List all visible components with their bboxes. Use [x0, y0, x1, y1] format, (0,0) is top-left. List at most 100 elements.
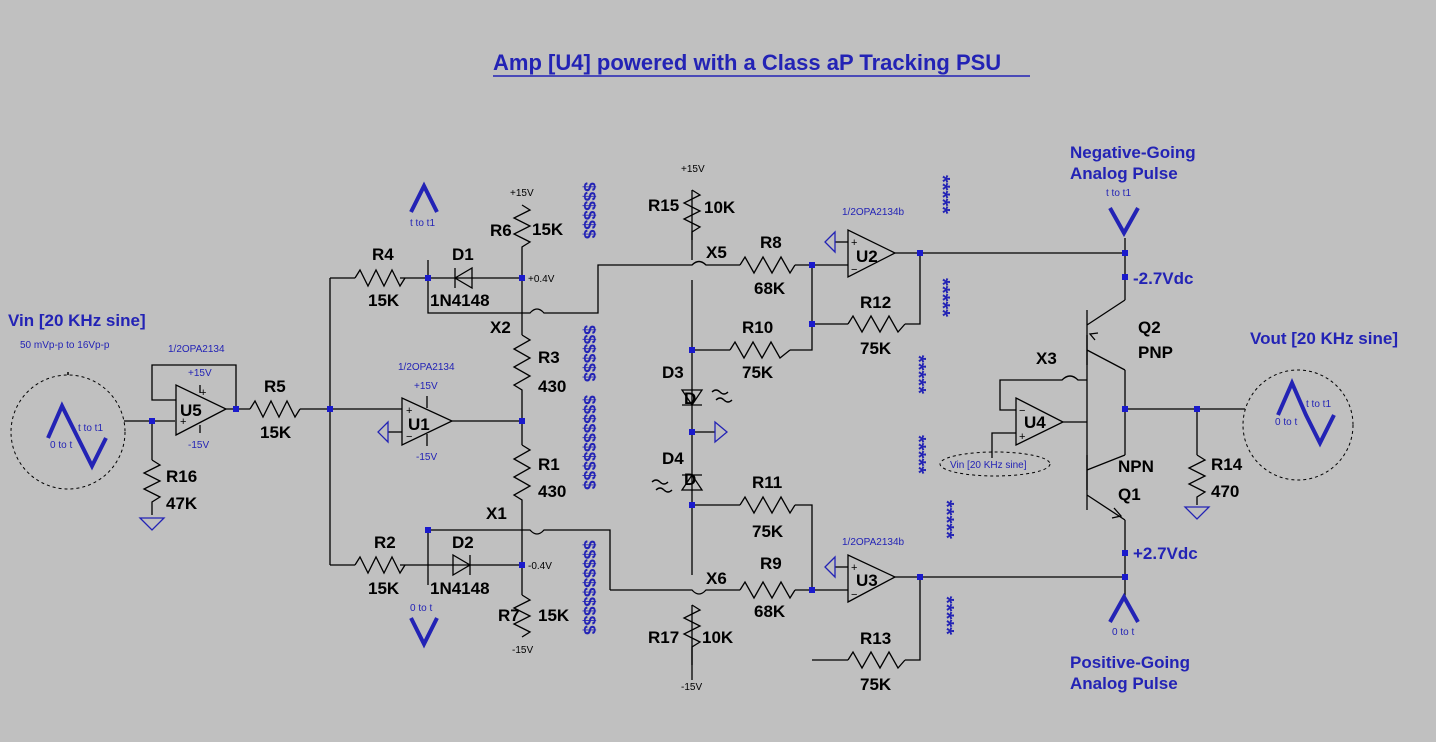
r8-value: 68K: [754, 279, 786, 298]
r4-symbol: [354, 268, 406, 288]
d2-label: D2: [452, 533, 474, 552]
x5-label: X5: [706, 243, 727, 262]
opamps: + + + − + − + − − +: [175, 228, 1065, 604]
r10-label: R10: [742, 318, 773, 337]
q1-type: NPN: [1118, 457, 1154, 476]
svg-text:−: −: [1019, 405, 1025, 417]
vin-source: [10, 374, 126, 490]
r1-value: 430: [538, 482, 566, 501]
schematic-title: Amp [U4] powered with a Class aP Trackin…: [493, 50, 1001, 75]
r14-label: R14: [1211, 455, 1243, 474]
r5-label: R5: [264, 377, 286, 396]
r7-label: R7: [498, 606, 520, 625]
u3-symbol: [847, 553, 897, 604]
r13-label: R13: [860, 629, 891, 648]
ground-icon: [824, 230, 836, 254]
x6-label: X6: [706, 569, 727, 588]
u5-part: 1/2OPA2134: [168, 344, 225, 355]
u2-part: 1/2OPA2134b: [842, 207, 905, 218]
vout-t0: 0 to t: [1275, 417, 1297, 428]
u1-label: U1: [408, 415, 430, 434]
q1-label: Q1: [1118, 485, 1141, 504]
r1-symbol: [512, 444, 532, 505]
u5-pos-rail: +15V: [188, 368, 212, 379]
r12-label: R12: [860, 293, 891, 312]
r7-symbol: [512, 594, 532, 638]
svg-text:−: −: [851, 589, 857, 601]
r3-label: R3: [538, 348, 560, 367]
d4-value: D: [684, 470, 696, 489]
ground-icon: [377, 420, 389, 444]
marker-columns: $$$$$$ $$$$$$ $$$$$$$$$$ $$$$$$$$$$ ****…: [580, 175, 957, 635]
dollar-marker: $$$$$$$$$$: [580, 395, 599, 490]
d3-label: D3: [662, 363, 684, 382]
r6-value: 15K: [532, 220, 564, 239]
r10-value: 75K: [742, 363, 774, 382]
r12-value: 75K: [860, 339, 892, 358]
r8-symbol: [739, 255, 796, 275]
r15-value: 10K: [704, 198, 736, 217]
x2-label: X2: [490, 318, 511, 337]
transistors: [1086, 299, 1126, 521]
star-marker: *****: [935, 596, 957, 635]
r13-value: 75K: [860, 675, 892, 694]
r16-label: R16: [166, 467, 197, 486]
q2-label: Q2: [1138, 318, 1161, 337]
grounds: [138, 230, 1211, 579]
r2-value: 15K: [368, 579, 400, 598]
sine-wave-icon: [46, 401, 108, 471]
r14-value: 470: [1211, 482, 1239, 501]
left-down-pulse-icon: [409, 617, 439, 649]
node-p04: +0.4V: [528, 274, 555, 285]
r4-label: R4: [372, 245, 394, 264]
u4-input-label: Vin [20 KHz sine]: [950, 460, 1027, 471]
star-marker: *****: [931, 175, 953, 214]
r11-label: R11: [752, 473, 782, 492]
q2-type: PNP: [1138, 343, 1173, 362]
r15-label: R15: [648, 196, 679, 215]
x1-label: X1: [486, 504, 507, 523]
svg-text:−: −: [851, 264, 857, 276]
dollar-marker: $$$$$$$$$$: [580, 540, 599, 635]
neg-pulse-t: t to t1: [1106, 188, 1131, 199]
r10-symbol: [729, 340, 791, 360]
pos-pulse-line2: Analog Pulse: [1070, 674, 1178, 693]
pos-pulse-icon: [1108, 592, 1140, 623]
r5-symbol: [249, 399, 301, 419]
star-marker: *****: [935, 500, 957, 539]
svg-text:+: +: [1019, 431, 1025, 443]
r14-symbol: [1187, 454, 1207, 505]
node-m04: -0.4V: [528, 561, 552, 572]
resistors: [142, 189, 1207, 670]
vout-source: [1242, 369, 1354, 481]
r6-symbol: [512, 204, 532, 250]
vin-label: Vin [20 KHz sine]: [8, 311, 146, 330]
r9-label: R9: [760, 554, 782, 573]
neg-pulse-line1: Negative-Going: [1070, 143, 1196, 162]
r16-value: 47K: [166, 494, 198, 513]
r15-rail: +15V: [681, 164, 705, 175]
svg-text:+: +: [406, 405, 412, 417]
u2-label: U2: [856, 247, 878, 266]
svg-text:+: +: [200, 387, 206, 399]
star-marker: *****: [907, 355, 929, 394]
neg-pulse-icon: [1108, 207, 1140, 238]
diodes: [450, 266, 733, 577]
u5-symbol: [175, 383, 228, 437]
rail-m27: -2.7Vdc: [1133, 269, 1193, 288]
labels: Vin [20 KHz sine] 50 mVp-p to 16Vp-p t t…: [8, 143, 1398, 694]
pos-pulse-t: 0 to t: [1112, 627, 1134, 638]
svg-text:+: +: [851, 237, 857, 249]
left-up-pulse-t: t to t1: [410, 218, 435, 229]
u2-symbol: [847, 228, 897, 279]
r8-label: R8: [760, 233, 782, 252]
u4-label: U4: [1024, 413, 1046, 432]
d4-label: D4: [662, 449, 684, 468]
ground-icon: [138, 517, 166, 531]
left-up-pulse-icon: [409, 181, 439, 213]
u4-input-source: [939, 451, 1051, 477]
r17-value: 10K: [702, 628, 734, 647]
dollar-marker: $$$$$$: [580, 182, 599, 239]
u5-neg-rail: -15V: [188, 440, 209, 451]
r9-symbol: [739, 580, 796, 600]
